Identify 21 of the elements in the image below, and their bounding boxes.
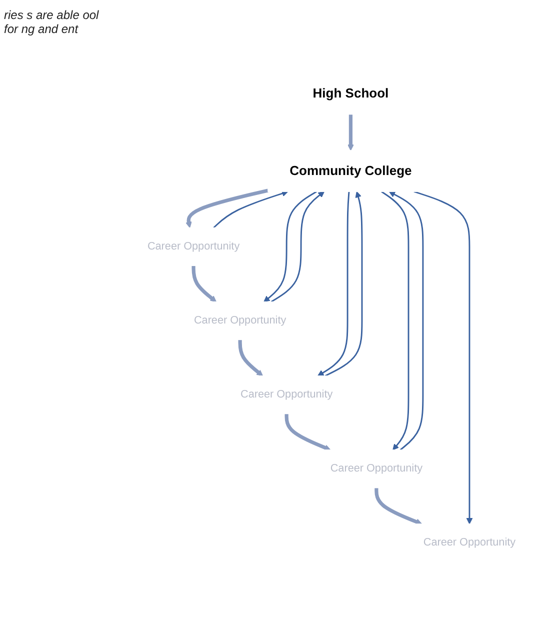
node-text: Career Opportunity xyxy=(330,462,423,474)
arrow xyxy=(381,191,410,450)
arrow xyxy=(213,190,288,228)
arrow xyxy=(284,414,331,451)
arrow xyxy=(192,266,216,302)
node-text: High School xyxy=(312,86,389,101)
arrow xyxy=(388,191,424,450)
arrow xyxy=(414,190,473,524)
arrow xyxy=(238,340,264,376)
arrow xyxy=(186,188,268,228)
arrow xyxy=(270,191,325,302)
node-text: Career Opportunity xyxy=(147,240,240,252)
arrow xyxy=(264,191,317,302)
node-text: Career Opportunity xyxy=(194,314,286,326)
arrow xyxy=(324,191,363,376)
node-text: Career Opportunity xyxy=(240,388,333,400)
arrow xyxy=(348,114,354,151)
node-text: Career Opportunity xyxy=(423,536,516,548)
node-text: Community College xyxy=(290,163,412,178)
note-text: ries s are able ool for ng and ent xyxy=(4,8,100,36)
arrow xyxy=(318,192,350,376)
